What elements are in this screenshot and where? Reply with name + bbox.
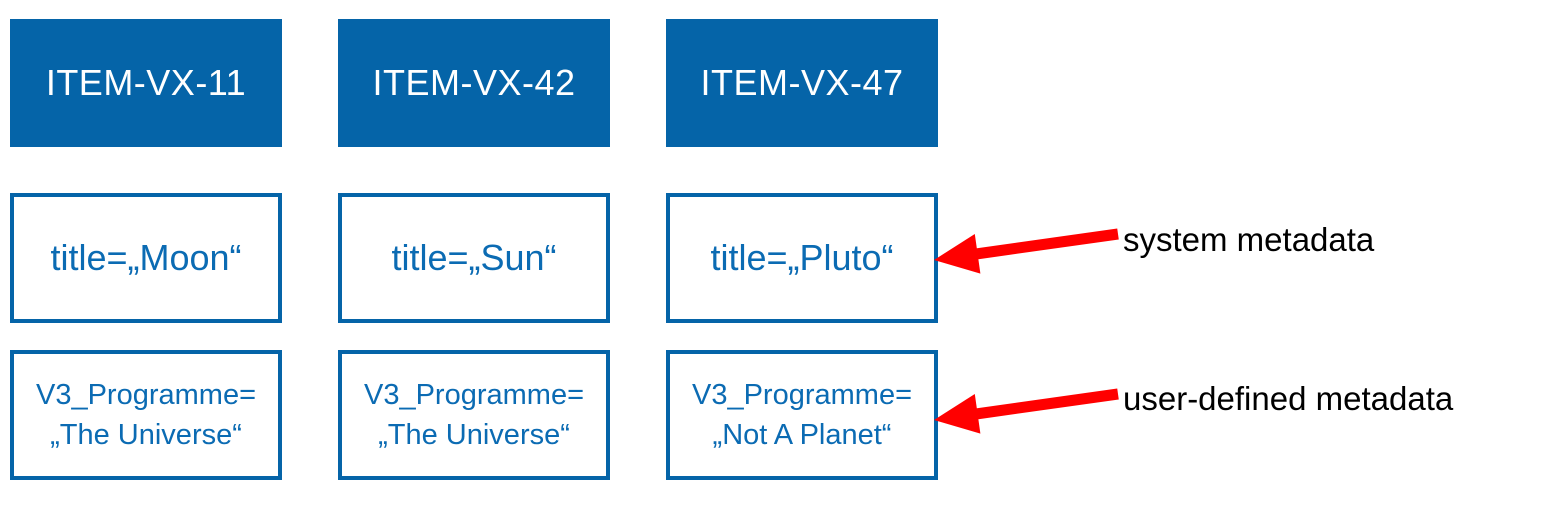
user-metadata-box: V3_Programme= „The Universe“ xyxy=(338,350,610,480)
user-metadata-key: V3_Programme= xyxy=(363,379,585,411)
item-id-header: ITEM-VX-42 xyxy=(338,19,610,147)
user-metadata-box: V3_Programme= „The Universe“ xyxy=(10,350,282,480)
user-metadata-key: V3_Programme= xyxy=(35,379,257,411)
item-id-header: ITEM-VX-47 xyxy=(666,19,938,147)
item-column: ITEM-VX-47 title=„Pluto“ V3_Programme= „… xyxy=(666,19,938,480)
user-metadata-box: V3_Programme= „Not A Planet“ xyxy=(666,350,938,480)
user-metadata-value: „The Universe“ xyxy=(378,419,570,451)
user-metadata-value: „Not A Planet“ xyxy=(712,419,892,451)
item-column: ITEM-VX-11 title=„Moon“ V3_Programme= „T… xyxy=(10,19,282,480)
red-arrow-user-defined-metadata xyxy=(934,388,1119,434)
system-metadata-value: title=„Sun“ xyxy=(391,237,557,278)
system-metadata-box: title=„Moon“ xyxy=(10,193,282,323)
user-metadata-value: „The Universe“ xyxy=(50,419,242,451)
system-metadata-value: title=„Moon“ xyxy=(50,237,242,278)
label-system-metadata: system metadata xyxy=(1123,221,1375,258)
item-column: ITEM-VX-42 title=„Sun“ V3_Programme= „Th… xyxy=(338,19,610,480)
red-arrow-system-metadata xyxy=(934,228,1119,274)
system-metadata-box: title=„Pluto“ xyxy=(666,193,938,323)
item-id-header: ITEM-VX-11 xyxy=(10,19,282,147)
label-user-defined-metadata: user-defined metadata xyxy=(1123,380,1454,417)
system-metadata-value: title=„Pluto“ xyxy=(710,237,894,278)
system-metadata-box: title=„Sun“ xyxy=(338,193,610,323)
user-metadata-key: V3_Programme= xyxy=(691,379,913,411)
